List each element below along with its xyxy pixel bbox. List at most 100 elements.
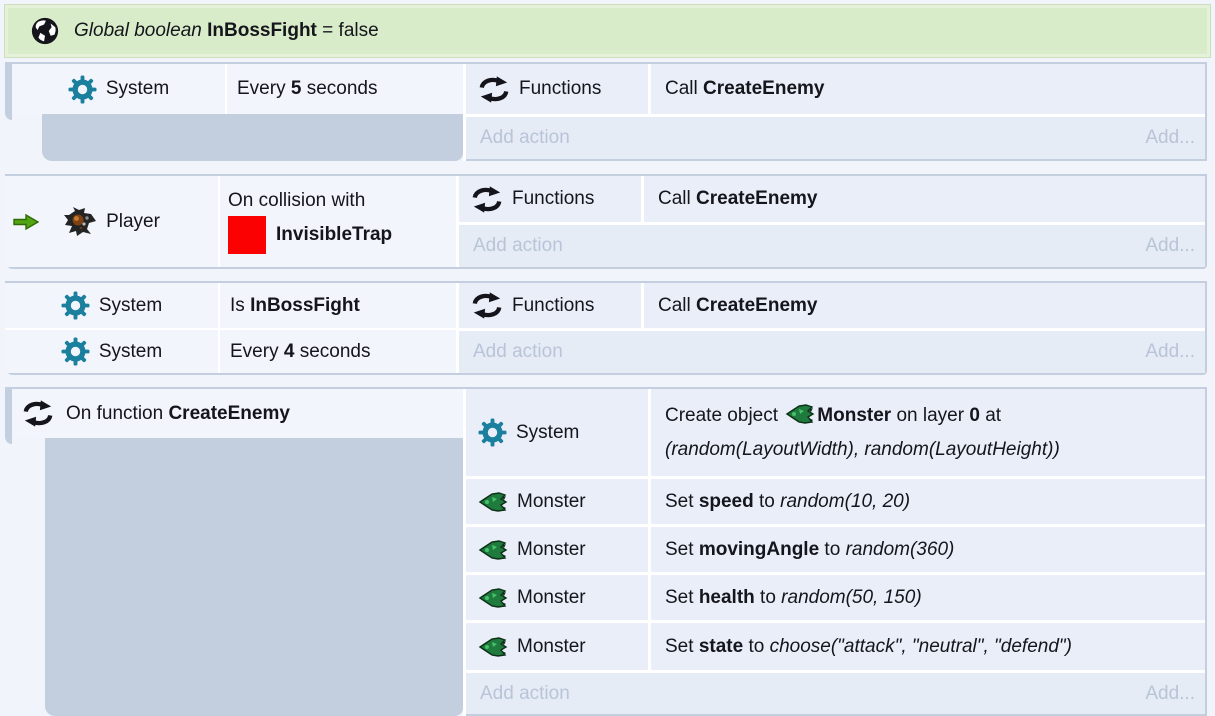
- condition-text-cell[interactable]: Every 5 seconds: [225, 64, 463, 114]
- event-block-bossfight-timer: System Is InBossFight System Every 4 sec…: [5, 281, 1207, 375]
- collision-target-name: InvisibleTrap: [276, 223, 393, 245]
- action-row[interactable]: Monster Set health to random(50, 150): [466, 572, 1205, 620]
- event-block-on-collision: Player On collision with InvisibleTrap F…: [5, 174, 1207, 269]
- monster-icon: [478, 491, 508, 513]
- condition-row[interactable]: Player On collision with InvisibleTrap: [5, 176, 456, 267]
- object-label: System: [98, 294, 163, 316]
- global-variable-name: InBossFight: [207, 20, 317, 41]
- action-object-cell[interactable]: Functions: [466, 64, 648, 114]
- condition-text-cell[interactable]: On collision with InvisibleTrap: [218, 176, 456, 267]
- action-text-cell[interactable]: Call CreateEnemy: [648, 64, 1205, 114]
- action-object-cell[interactable]: Monster: [466, 623, 648, 670]
- add-more-link[interactable]: Add...: [1145, 682, 1195, 704]
- action-row[interactable]: System Create object Monster on layer 0 …: [466, 389, 1205, 476]
- gear-icon: [478, 418, 507, 447]
- functions-icon: [22, 400, 54, 427]
- condition-text-line2: InvisibleTrap: [228, 215, 393, 254]
- condition-row[interactable]: System Is InBossFight: [5, 283, 456, 328]
- add-action-link[interactable]: Add action: [473, 341, 563, 362]
- action-object-cell[interactable]: Monster: [466, 527, 648, 572]
- function-header-text: On function CreateEnemy: [66, 402, 290, 424]
- indent-spacer: [12, 114, 42, 161]
- green-arrow-icon: [13, 213, 39, 230]
- action-row[interactable]: Monster Set movingAngle to random(360): [466, 524, 1205, 572]
- action-text: Set health to random(50, 150): [665, 586, 922, 608]
- gear-icon: [61, 337, 90, 366]
- object-label: System: [516, 421, 580, 443]
- indent-spacer: [12, 438, 45, 716]
- object-label: Player: [106, 210, 160, 232]
- add-action-row: Add action Add...: [466, 670, 1205, 714]
- add-action-link[interactable]: Add action: [480, 682, 570, 704]
- functions-icon: [471, 292, 503, 319]
- action-text-line1: Create object Monster on layer 0 at: [665, 401, 1205, 435]
- action-text: Call CreateEnemy: [665, 78, 825, 99]
- block-indent-area: [45, 438, 463, 716]
- action-text-cell[interactable]: Set state to choose("attack", "neutral",…: [648, 623, 1205, 670]
- action-text: Call CreateEnemy: [658, 188, 818, 209]
- add-more-link[interactable]: Add...: [1145, 341, 1195, 362]
- block-margin-bar: [5, 389, 12, 444]
- action-text-cell[interactable]: Call CreateEnemy: [641, 176, 1205, 222]
- event-block-every-5-seconds: System Every 5 seconds Functions Call Cr…: [5, 62, 1207, 161]
- condition-object-cell[interactable]: System: [12, 64, 225, 114]
- action-row[interactable]: Functions Call CreateEnemy: [459, 176, 1205, 222]
- action-row[interactable]: Functions Call CreateEnemy: [459, 283, 1205, 328]
- action-object-cell[interactable]: Functions: [459, 176, 641, 222]
- condition-row[interactable]: System Every 5 seconds: [12, 64, 463, 114]
- global-variable-text: Global boolean InBossFight = false: [74, 20, 379, 42]
- condition-text-cell[interactable]: Is InBossFight: [218, 283, 456, 328]
- object-label: Functions: [512, 188, 595, 209]
- condition-text: Every 5 seconds: [237, 78, 378, 99]
- add-more-link[interactable]: Add...: [1145, 127, 1195, 148]
- add-action-link[interactable]: Add action: [480, 127, 570, 148]
- block-margin-bar: [5, 64, 12, 120]
- column-divider: [456, 283, 459, 373]
- add-action-row: Add action Add...: [466, 114, 1205, 159]
- condition-row[interactable]: System Every 4 seconds: [5, 328, 456, 373]
- condition-text: Every 4 seconds: [230, 340, 371, 362]
- monster-icon: [478, 539, 508, 561]
- action-text-line2: (random(LayoutWidth), random(LayoutHeigh…: [665, 438, 1060, 460]
- action-row[interactable]: Monster Set speed to random(10, 20): [466, 476, 1205, 524]
- gear-icon: [68, 74, 97, 104]
- action-object-cell[interactable]: Functions: [459, 283, 641, 328]
- monster-icon: [478, 636, 508, 658]
- red-square-icon: [228, 215, 266, 254]
- action-text-cell[interactable]: Call CreateEnemy: [641, 283, 1205, 328]
- function-header-cell[interactable]: On function CreateEnemy: [12, 389, 463, 438]
- column-divider: [463, 389, 466, 716]
- column-divider: [463, 64, 466, 161]
- globe-icon: [30, 16, 60, 46]
- action-row[interactable]: Functions Call CreateEnemy: [466, 64, 1205, 114]
- action-text-cell[interactable]: Set movingAngle to random(360): [648, 527, 1205, 572]
- condition-object-cell[interactable]: System: [5, 330, 218, 373]
- add-action-link[interactable]: Add action: [473, 235, 563, 256]
- block-indent-area: [42, 114, 463, 161]
- object-label: Monster: [517, 490, 586, 512]
- action-object-cell[interactable]: Monster: [466, 479, 648, 524]
- object-label: System: [105, 78, 170, 99]
- action-row[interactable]: Monster Set state to choose("attack", "n…: [466, 620, 1205, 670]
- action-text: Set movingAngle to random(360): [665, 538, 955, 560]
- global-variable-value: = false: [316, 20, 379, 41]
- action-text-cell[interactable]: Set health to random(50, 150): [648, 575, 1205, 620]
- global-variable-bar[interactable]: Global boolean InBossFight = false: [4, 4, 1211, 58]
- action-text: Set speed to random(10, 20): [665, 490, 911, 512]
- object-label: Functions: [512, 294, 595, 316]
- condition-text: Is InBossFight: [230, 294, 360, 316]
- function-header-row[interactable]: On function CreateEnemy: [12, 389, 463, 438]
- action-text: Call CreateEnemy: [658, 294, 818, 316]
- action-object-cell[interactable]: Monster: [466, 575, 648, 620]
- action-text-cell[interactable]: Set speed to random(10, 20): [648, 479, 1205, 524]
- condition-object-cell[interactable]: Player: [5, 176, 218, 267]
- action-object-cell[interactable]: System: [466, 389, 648, 476]
- condition-object-cell[interactable]: System: [5, 283, 218, 328]
- global-variable-type: Global boolean: [74, 20, 208, 41]
- add-more-link[interactable]: Add...: [1145, 235, 1195, 256]
- add-action-row: Add action Add...: [459, 328, 1205, 373]
- action-text-cell[interactable]: Create object Monster on layer 0 at (ran…: [648, 389, 1205, 476]
- monster-icon: [478, 587, 508, 609]
- condition-text-cell[interactable]: Every 4 seconds: [218, 330, 456, 373]
- object-label: Functions: [519, 78, 602, 99]
